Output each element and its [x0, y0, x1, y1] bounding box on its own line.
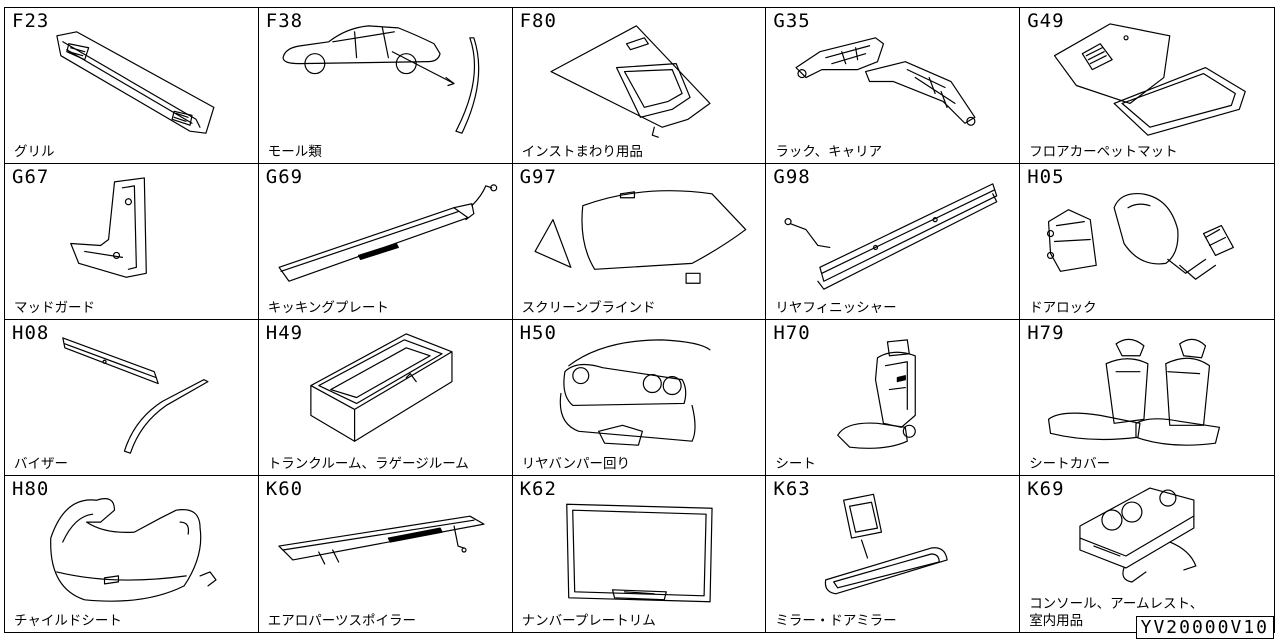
cell-label: シート	[775, 456, 816, 472]
cell-label: スクリーンブラインド	[521, 300, 656, 316]
cell-label: チャイルドシート	[14, 613, 122, 629]
cell-code: G69	[265, 166, 304, 188]
cell-h79[interactable]: H79 シートカバー	[1020, 320, 1274, 476]
cell-code: G97	[519, 166, 557, 188]
visor-icon	[62, 337, 209, 454]
spoiler-icon	[278, 515, 485, 565]
rear-bumper-icon	[559, 339, 711, 446]
door-lock-icon	[1047, 192, 1235, 280]
cell-code: G35	[773, 10, 811, 32]
cell-code: F80	[519, 10, 557, 32]
cell-code: G49	[1027, 10, 1065, 32]
instrument-panel-icon	[549, 25, 711, 138]
cell-f38[interactable]: F38 モール類	[258, 8, 513, 164]
cell-label: トランクルーム、ラゲージルーム	[267, 456, 469, 472]
cell-g67[interactable]: G67 マッドガード	[5, 164, 259, 320]
cell-label: キッキングプレート	[267, 300, 389, 316]
cell-h50[interactable]: H50 リヤバンパー回り	[512, 320, 767, 476]
cell-label: シートカバー	[1029, 456, 1111, 472]
plate-rim-icon	[565, 503, 713, 603]
cell-g35[interactable]: G35 ラック、キャリア	[766, 8, 1021, 164]
cell-code: K62	[519, 478, 557, 500]
molding-icon	[282, 25, 480, 134]
trunk-box-icon	[310, 333, 453, 442]
cell-g98[interactable]: G98 リヤフィニッシャー	[766, 164, 1021, 320]
cell-code: G67	[12, 166, 50, 188]
cell-code: H50	[519, 322, 557, 344]
cell-h80[interactable]: H80 チャイルドシート	[5, 476, 259, 632]
cell-code: H80	[12, 478, 50, 500]
cell-label: バイザー	[14, 456, 68, 472]
cell-code: K63	[773, 478, 811, 500]
cell-code: H08	[12, 322, 50, 344]
cell-k62[interactable]: K62 ナンバープレートリム	[513, 476, 767, 632]
cell-code: K60	[265, 478, 304, 500]
catalog-code: YV20000V10	[1135, 616, 1274, 639]
cell-h70[interactable]: H70 シート	[766, 320, 1021, 476]
cell-k60[interactable]: K60 エアロパーツスポイラー	[259, 476, 513, 632]
cell-code: H05	[1027, 166, 1065, 188]
cell-label: インストまわり用品	[521, 144, 643, 160]
cell-k69[interactable]: K69 コンソール、アームレスト、 室内用品	[1020, 476, 1274, 632]
cell-label: コンソール、アームレスト、 室内用品	[1029, 596, 1204, 629]
roof-rack-icon	[795, 37, 976, 126]
cell-label: モール類	[267, 144, 322, 160]
cell-g97[interactable]: G97 スクリーンブラインド	[512, 164, 767, 320]
mirror-icon	[825, 493, 949, 595]
cell-k63[interactable]: K63 ミラー・ドアミラー	[766, 476, 1021, 632]
grille-icon	[56, 31, 215, 134]
cell-code: H70	[773, 322, 811, 344]
cell-code: K69	[1027, 478, 1065, 500]
rear-finisher-icon	[784, 183, 998, 290]
child-seat-icon	[50, 498, 217, 602]
console-icon	[1079, 487, 1197, 583]
cell-code: H49	[265, 322, 304, 344]
cell-label: ナンバープレートリム	[521, 613, 656, 629]
cell-label: ラック、キャリア	[775, 144, 883, 160]
cell-label: リヤフィニッシャー	[775, 300, 897, 316]
cell-label: フロアカーペットマット	[1029, 144, 1178, 160]
cell-code: F38	[265, 10, 304, 32]
cell-code: G98	[773, 166, 811, 188]
kicking-plate-icon	[278, 184, 498, 282]
cell-h08[interactable]: H08 バイザー	[5, 320, 259, 476]
cell-label: グリル	[14, 144, 55, 160]
cell-label: エアロパーツスポイラー	[267, 613, 417, 629]
mud-guard-icon	[70, 177, 147, 278]
parts-catalog-grid: F23 グリル F38 モール類 F80	[4, 7, 1275, 633]
floor-mat-icon	[1054, 23, 1247, 136]
cell-f23[interactable]: F23 グリル	[5, 8, 259, 164]
cell-label: ミラー・ドアミラー	[775, 613, 897, 629]
cell-code: F23	[12, 10, 50, 32]
cell-g49[interactable]: G49 フロアカーペットマット	[1020, 8, 1274, 164]
cell-label: ドアロック	[1029, 300, 1097, 316]
cell-f80[interactable]: F80 インストまわり用品	[512, 8, 767, 164]
seat-cover-icon	[1048, 338, 1221, 446]
cell-label: リヤバンパー回り	[521, 456, 630, 472]
cell-h49[interactable]: H49 トランクルーム、ラゲージルーム	[258, 320, 513, 476]
cell-h05[interactable]: H05 ドアロック	[1020, 164, 1274, 320]
screen-blind-icon	[534, 190, 746, 284]
seat-icon	[837, 339, 917, 449]
cell-label: マッドガード	[14, 300, 95, 316]
cell-code: H79	[1027, 322, 1065, 344]
cell-g69[interactable]: G69 キッキングプレート	[258, 164, 513, 320]
